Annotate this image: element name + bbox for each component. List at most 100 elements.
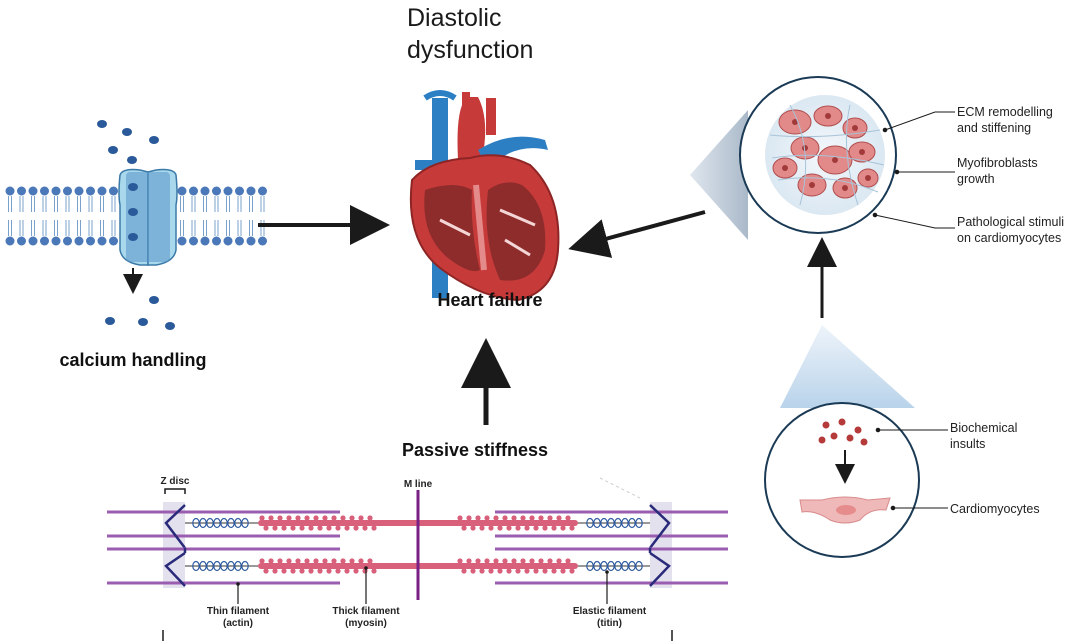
callout-myo-line-1: Myofibroblasts	[957, 156, 1038, 170]
myosin-head	[340, 558, 346, 564]
lipid-head	[17, 236, 26, 246]
myosin-head	[479, 525, 485, 531]
myosin-head	[362, 525, 368, 531]
myosin-head	[466, 558, 472, 564]
myosin-head	[569, 568, 575, 574]
ecm-nuclei	[782, 113, 871, 191]
lipid-head	[189, 236, 198, 246]
myosin-head	[277, 558, 283, 564]
myosin-head	[353, 568, 359, 574]
myosin-head	[529, 558, 535, 564]
myosin-head	[344, 568, 350, 574]
myosin-head	[358, 558, 364, 564]
myosin-head	[457, 558, 463, 564]
lipid-head	[86, 236, 95, 246]
elastic-filament-label: Elastic filament (titin)	[552, 606, 667, 630]
callout-biochemical-insults: Biochemical insults	[950, 420, 1017, 452]
channel-pore	[126, 172, 170, 262]
lipid-head	[51, 236, 61, 246]
myosin-head	[371, 568, 377, 574]
lipid-head	[235, 236, 244, 246]
left-ventricle-chamber	[486, 182, 546, 281]
callout-ecm-remodelling: ECM remodelling and stiffening	[957, 104, 1053, 136]
myosin-head	[286, 515, 292, 521]
callout-bio-line-1: Biochemical	[950, 421, 1018, 435]
myosin-head	[511, 515, 517, 521]
lipid-head	[189, 186, 198, 196]
myosin-head	[497, 568, 503, 574]
myosin-head	[286, 558, 292, 564]
thin-filament-label: Thin filament (actin)	[183, 606, 293, 630]
right-ventricle-chamber	[424, 185, 480, 272]
myosin-head	[281, 568, 287, 574]
lipid-head	[177, 236, 187, 246]
callout-ecm-line-1: ECM remodelling	[957, 105, 1053, 119]
heart-failure-label: Heart failure	[437, 290, 543, 310]
insult-particles	[818, 418, 868, 446]
lipid-head	[97, 236, 107, 246]
callout-path-line-2: on cardiomyocytes	[957, 231, 1062, 245]
myosin-head	[502, 515, 508, 521]
z-disc-label: Z disc	[160, 476, 190, 487]
lipid-head	[63, 186, 72, 196]
myosin-head	[488, 568, 494, 574]
lipid-head	[258, 236, 267, 246]
lipid-bilayer	[5, 186, 267, 246]
myosin-head	[538, 558, 544, 564]
myosin-head	[272, 525, 278, 531]
lipid-head	[246, 236, 256, 246]
myosin-head	[493, 558, 499, 564]
z-disc-chevron	[649, 504, 671, 549]
title-line-1: Diastolic	[407, 4, 502, 32]
myosin-head	[506, 568, 512, 574]
myosin-head	[340, 515, 346, 521]
myosin-head	[475, 515, 481, 521]
myosin-head	[322, 515, 328, 521]
myosin-head	[542, 568, 548, 574]
calcium-channel-illustration	[5, 120, 267, 330]
myosin-head	[520, 558, 526, 564]
titin-coil	[635, 517, 643, 529]
titin-coil	[241, 560, 249, 572]
callout-myofibroblasts: Myofibroblasts growth	[957, 155, 1038, 187]
myosin-head	[335, 525, 341, 531]
ecm-callout-leaders	[872, 111, 955, 229]
lipid-head	[235, 186, 244, 196]
myosin-head	[569, 525, 575, 531]
myosin-head	[556, 558, 562, 564]
lipid-head	[246, 186, 256, 196]
myosin-head	[556, 515, 562, 521]
callout-pathological-stimuli: Pathological stimuli on cardiomyocytes	[957, 214, 1064, 246]
myosin-head	[326, 525, 332, 531]
callout-cardiomyocytes: Cardiomyocytes	[950, 502, 1040, 516]
titin-coil	[635, 560, 643, 572]
heart-illustration	[409, 90, 560, 302]
myosin-head	[524, 568, 530, 574]
myosin-head	[290, 568, 296, 574]
myosin-head	[497, 525, 503, 531]
myosin-head	[308, 568, 314, 574]
title-line-2: dysfunction	[407, 36, 534, 64]
bio-zoom-circle	[764, 402, 920, 558]
callout-path-line-1: Pathological stimuli	[957, 215, 1064, 229]
myosin-head	[371, 525, 377, 531]
myosin-head	[515, 525, 521, 531]
myosin-head	[547, 515, 553, 521]
lipid-head	[200, 186, 210, 196]
myosin-head	[344, 525, 350, 531]
callout-myo-line-2: growth	[957, 172, 995, 186]
myosin-head	[295, 558, 301, 564]
myosin-head	[317, 525, 323, 531]
myosin-head	[529, 515, 535, 521]
myosin-head	[484, 558, 490, 564]
myosin-head	[551, 525, 557, 531]
myosin-head	[317, 568, 323, 574]
myosin-head	[313, 558, 319, 564]
lipid-head	[40, 186, 49, 196]
lipid-head	[74, 236, 84, 246]
zoom-cone-ecm	[690, 110, 748, 240]
myosin-head	[281, 525, 287, 531]
lipid-head	[200, 236, 210, 246]
thick-filament-line-2: (myosin)	[345, 618, 387, 629]
